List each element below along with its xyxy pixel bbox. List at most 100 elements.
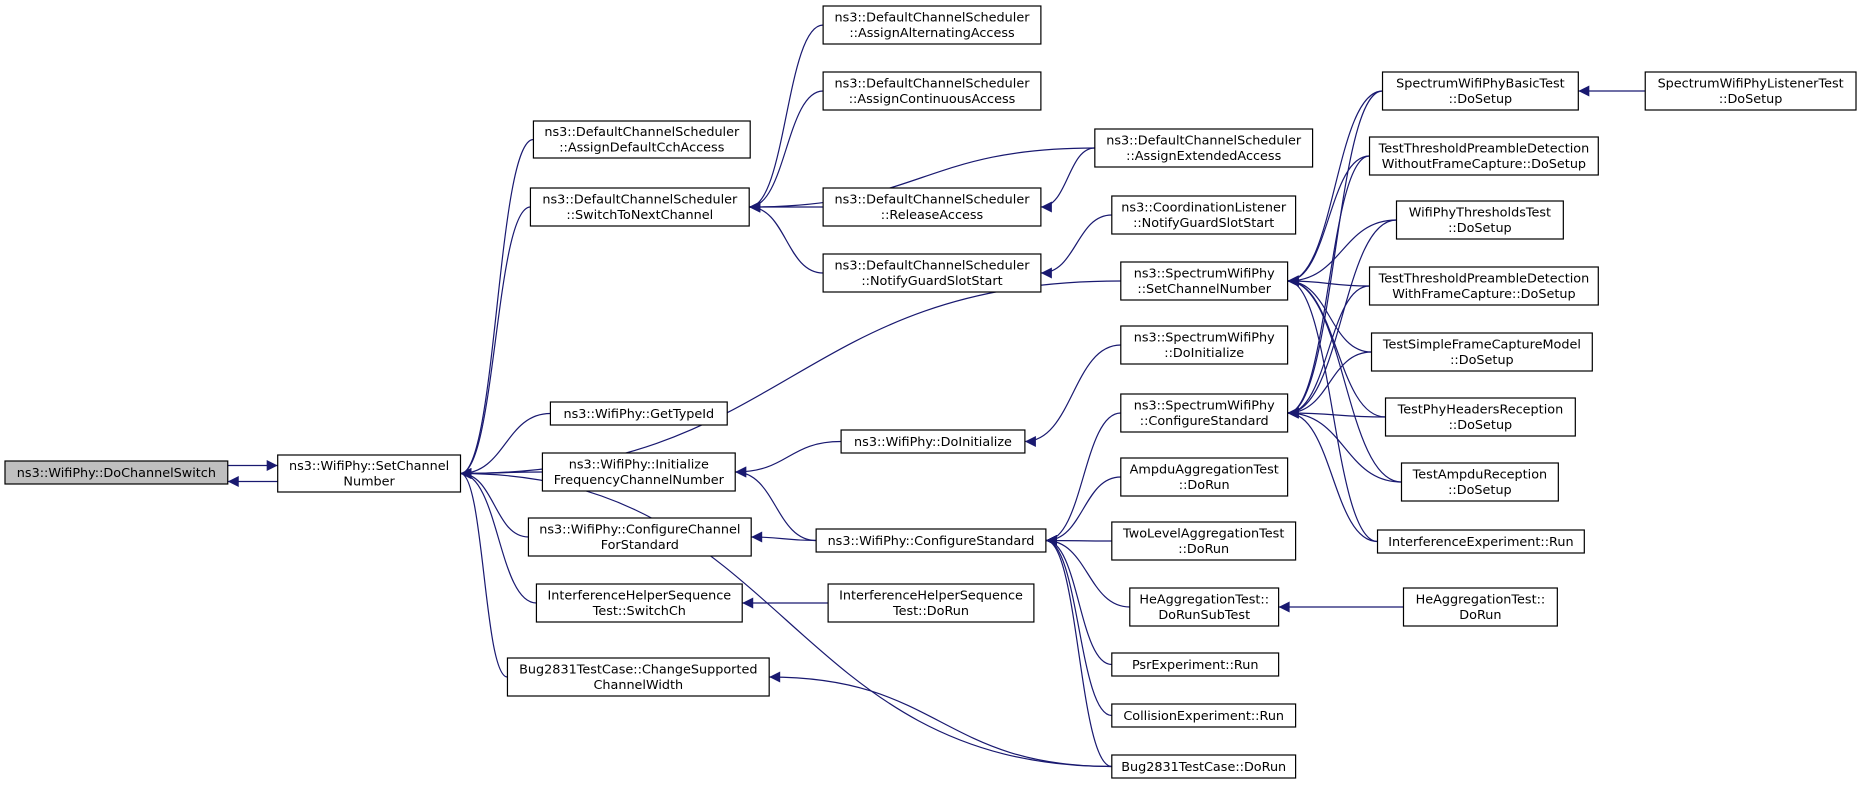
node-collision-run[interactable]: CollisionExperiment::Run <box>1111 703 1297 728</box>
node-swp-setchannel[interactable]: ns3::SpectrumWifiPhy::SetChannelNumber <box>1120 261 1289 301</box>
node-label: ::NotifyGuardSlotStart <box>1133 216 1274 231</box>
node-configchannel[interactable]: ns3::WifiPhy::ConfigureChannelForStandar… <box>527 517 752 557</box>
node-label: ::DoInitialize <box>1164 346 1244 361</box>
node-label: SpectrumWifiPhyListenerTest <box>1658 77 1844 92</box>
node-bug-dorun[interactable]: Bug2831TestCase::DoRun <box>1111 754 1297 779</box>
node-ttpd-with[interactable]: TestThresholdPreambleDetectionWithFrameC… <box>1368 266 1599 306</box>
node-label: InterferenceExperiment::Run <box>1388 535 1573 550</box>
node-label: Test::SwitchCh <box>592 604 686 619</box>
node-label: TestAmpduReception <box>1412 468 1548 483</box>
node-label: ns3::DefaultChannelScheduler <box>835 77 1031 92</box>
edge-configstandard-to-configchannel <box>751 531 817 543</box>
node-box <box>1094 128 1314 168</box>
node-box <box>1111 703 1297 728</box>
node-label: FrequencyChannelNumber <box>554 473 725 488</box>
edge-ihst-switchch-to-setchannelnumber <box>460 468 537 604</box>
node-interference-run[interactable]: InterferenceExperiment::Run <box>1376 529 1585 554</box>
node-label: ::ReleaseAccess <box>881 208 984 223</box>
edge-swp-basic-to-swp-configstd <box>1287 90 1383 419</box>
node-label: HeAggregationTest:: <box>1416 593 1546 608</box>
node-box <box>1129 587 1280 627</box>
node-label: ::DoSetup <box>1449 92 1513 107</box>
node-swp-basic[interactable]: SpectrumWifiPhyBasicTest::DoSetup <box>1381 71 1579 111</box>
edge-switchtonext-to-setchannelnumber <box>460 206 531 479</box>
node-initfreq[interactable]: ns3::WifiPhy::InitializeFrequencyChannel… <box>541 452 736 492</box>
node-box <box>1111 652 1280 677</box>
node-label: ::SwitchToNextChannel <box>566 208 713 223</box>
node-simpleframe[interactable]: TestSimpleFrameCaptureModel::DoSetup <box>1370 332 1593 372</box>
node-label: ::DoSetup <box>1448 483 1512 498</box>
node-box <box>1368 136 1599 176</box>
node-label: ::DoSetup <box>1448 221 1512 236</box>
edge-wifiphy-thresholds-to-swp-setchannel <box>1287 219 1397 287</box>
node-label: ns3::WifiPhy::Initialize <box>569 458 709 473</box>
node-label: ns3::SpectrumWifiPhy <box>1134 399 1275 414</box>
node-coordlistener[interactable]: ns3::CoordinationListener::NotifyGuardSl… <box>1111 195 1297 235</box>
node-box <box>1120 393 1289 433</box>
node-assigncontinuous[interactable]: ns3::DefaultChannelScheduler::AssignCont… <box>822 71 1042 111</box>
node-ttpd-without[interactable]: TestThresholdPreambleDetectionWithoutFra… <box>1368 136 1599 176</box>
node-label: ::AssignContinuousAccess <box>849 92 1016 107</box>
node-wifiphy-thresholds[interactable]: WifiPhyThresholdsTest::DoSetup <box>1395 200 1564 240</box>
node-box <box>1111 521 1297 561</box>
node-box <box>1400 462 1559 502</box>
node-twolevel-test[interactable]: TwoLevelAggregationTest::DoRun <box>1111 521 1297 561</box>
edge-assignextended-to-switchtonext <box>749 147 1095 213</box>
node-releaseaccess[interactable]: ns3::DefaultChannelScheduler::ReleaseAcc… <box>822 187 1042 227</box>
node-label: ::DoSetup <box>1450 353 1514 368</box>
node-box <box>822 253 1042 293</box>
node-label: ns3::DefaultChannelScheduler <box>1106 134 1302 149</box>
edge-swp-configstd-to-configstandard <box>1045 412 1121 546</box>
node-label: ns3::WifiPhy::ConfigureStandard <box>828 534 1035 549</box>
node-label: ::ConfigureStandard <box>1140 414 1269 429</box>
node-label: DoRun <box>1459 608 1501 623</box>
node-dochannelswitch[interactable]: ns3::WifiPhy::DoChannelSwitch <box>4 460 229 485</box>
node-phyheaders[interactable]: TestPhyHeadersReception::DoSetup <box>1384 397 1576 437</box>
edge-swp-doinit-to-wifiphy-doinit <box>1024 344 1121 447</box>
node-label: PsrExperiment::Run <box>1132 658 1259 673</box>
node-swp-configstd[interactable]: ns3::SpectrumWifiPhy::ConfigureStandard <box>1120 393 1289 433</box>
node-label: ::AssignAlternatingAccess <box>849 26 1015 41</box>
edge-configchannel-to-setchannelnumber <box>460 468 529 538</box>
node-assignextended[interactable]: ns3::DefaultChannelScheduler::AssignExte… <box>1094 128 1314 168</box>
node-label: Bug2831TestCase::DoRun <box>1121 760 1286 775</box>
node-box <box>532 120 751 159</box>
node-label: ns3::WifiPhy::SetChannel <box>289 459 449 474</box>
node-label: ::DoRun <box>1179 478 1230 493</box>
node-he-subtest[interactable]: HeAggregationTest::DoRunSubTest <box>1129 587 1280 627</box>
node-label: AmpduAggregationTest <box>1130 463 1279 478</box>
node-swp-listener[interactable]: SpectrumWifiPhyListenerTest::DoSetup <box>1644 71 1857 111</box>
node-gettypeid[interactable]: ns3::WifiPhy::GetTypeId <box>549 401 728 426</box>
node-setchannelnumber[interactable]: ns3::WifiPhy::SetChannelNumber <box>277 454 462 493</box>
node-label: Number <box>343 475 395 490</box>
edges <box>227 24 1646 768</box>
node-wifiphy-doinit[interactable]: ns3::WifiPhy::DoInitialize <box>840 429 1026 454</box>
node-switchtonext[interactable]: ns3::DefaultChannelScheduler::SwitchToNe… <box>529 187 750 227</box>
node-label: ns3::SpectrumWifiPhy <box>1134 267 1275 282</box>
node-box <box>527 517 752 557</box>
node-box <box>1120 261 1289 301</box>
edge-ampdu-reception-to-swp-setchannel <box>1287 275 1402 483</box>
node-he-dorun[interactable]: HeAggregationTest::DoRun <box>1402 587 1558 627</box>
node-configstandard[interactable]: ns3::WifiPhy::ConfigureStandard <box>815 528 1047 553</box>
node-assignalternating[interactable]: ns3::DefaultChannelScheduler::AssignAlte… <box>822 5 1042 45</box>
node-box <box>822 71 1042 111</box>
node-assigndefaultcch[interactable]: ns3::DefaultChannelScheduler::AssignDefa… <box>532 120 751 159</box>
node-box <box>1120 457 1289 497</box>
node-ampdu-test[interactable]: AmpduAggregationTest::DoRun <box>1120 457 1289 497</box>
node-label: ::DoSetup <box>1449 418 1513 433</box>
node-psr-run[interactable]: PsrExperiment::Run <box>1111 652 1280 677</box>
node-ampdu-reception[interactable]: TestAmpduReception::DoSetup <box>1400 462 1559 502</box>
node-swp-doinit[interactable]: ns3::SpectrumWifiPhy::DoInitialize <box>1120 325 1289 365</box>
node-notifyguard-dcs[interactable]: ns3::DefaultChannelScheduler::NotifyGuar… <box>822 253 1042 293</box>
node-bug-changewidth[interactable]: Bug2831TestCase::ChangeSupportedChannelW… <box>506 657 770 697</box>
node-box <box>1111 754 1297 779</box>
node-label: ns3::SpectrumWifiPhy <box>1134 331 1275 346</box>
node-box <box>822 5 1042 45</box>
node-label: ::NotifyGuardSlotStart <box>861 274 1002 289</box>
node-box <box>827 583 1035 623</box>
edge-collision-run-to-configstandard <box>1045 535 1112 717</box>
